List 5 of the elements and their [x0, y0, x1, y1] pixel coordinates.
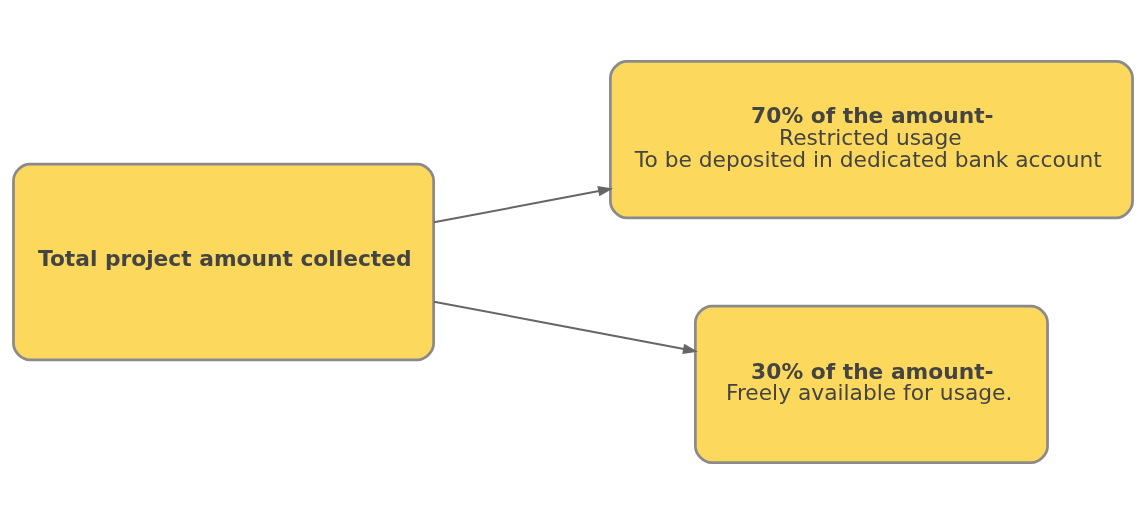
node-box: Total project amount collected: [12, 162, 435, 362]
node-box: 30% of the amount- Freely available for usage.: [694, 304, 1049, 464]
node-box: 70% of the amount- Restricted usage To be deposited in dedicated bank account: [609, 60, 1134, 220]
arrow: [433, 186, 613, 224]
arrow: [433, 300, 698, 355]
